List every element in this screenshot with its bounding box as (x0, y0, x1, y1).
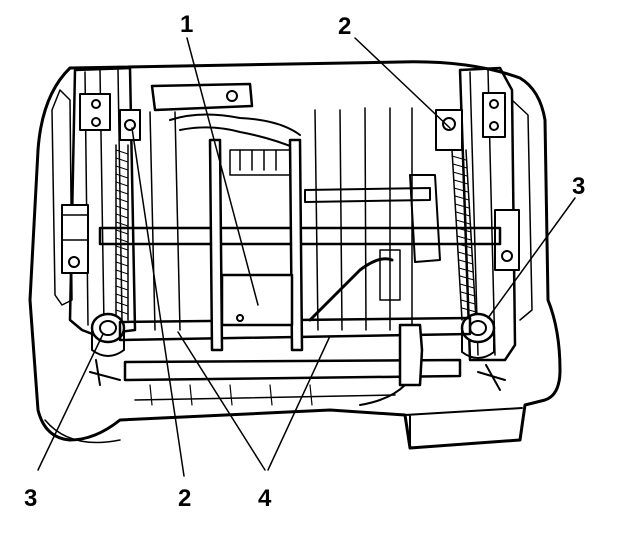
seat-cushion-outline (28, 60, 562, 450)
callout-3-left: 3 (24, 485, 37, 512)
leader-3-left (37, 333, 104, 471)
right-spring (451, 149, 477, 321)
leader-3-right (487, 197, 576, 319)
callout-4: 4 (258, 485, 272, 512)
right-roller (460, 312, 506, 391)
left-roller (89, 312, 126, 386)
left-spring (115, 144, 129, 321)
leader-4-right (267, 335, 331, 471)
center-frame (98, 82, 502, 406)
callout-1: 1 (180, 11, 193, 38)
callout-3-right: 3 (572, 173, 585, 200)
leader-2-bottom (131, 127, 185, 477)
leader-lines (37, 37, 576, 477)
leader-1 (186, 37, 259, 306)
leader-2-top (354, 37, 451, 129)
leader-4-left (177, 331, 266, 471)
callout-2-top: 2 (338, 13, 351, 40)
callout-2-bottom: 2 (178, 485, 191, 512)
